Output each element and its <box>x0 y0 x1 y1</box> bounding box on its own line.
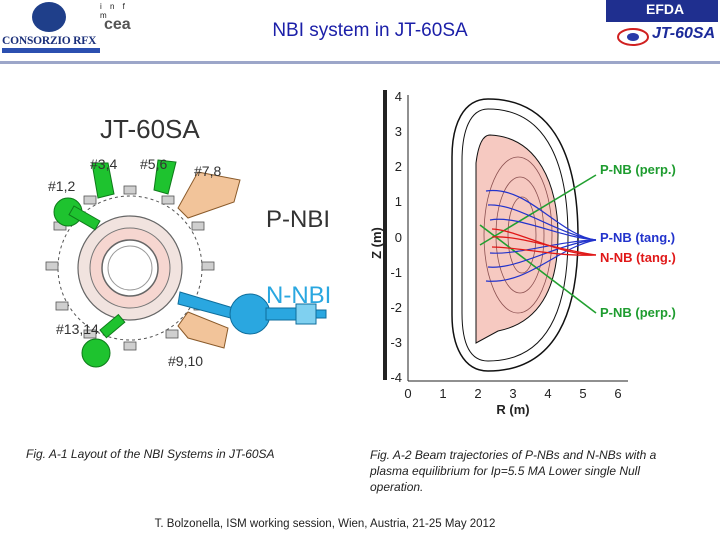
center-solenoid <box>101 239 159 297</box>
pnbi-tan-units <box>177 171 241 349</box>
x-tick-0: 0 <box>404 386 411 401</box>
figure1-caption: Fig. A-1 Layout of the NBI Systems in JT… <box>26 447 275 461</box>
infm-logo-text: i n f m <box>100 2 128 20</box>
x-tick-6: 6 <box>614 386 621 401</box>
beam-trajectory-plot: 4 3 2 1 0 -1 -2 -3 -4 0 1 2 3 4 5 6 R (m… <box>369 89 676 417</box>
n-nbi-label: N-NBI <box>266 282 331 309</box>
pnb-tang-label: P-NB (tang.) <box>600 230 675 245</box>
p-nbi-label: P-NBI <box>266 206 330 233</box>
vessel-inner-wall <box>461 108 569 362</box>
infm-cea-logo: i n f m cea <box>100 2 140 52</box>
y-tick-m1: -1 <box>390 265 402 280</box>
port-label-13-14: #13,14 <box>56 321 99 337</box>
jt60sa-logo: JT-60SA <box>614 23 718 51</box>
pnbi-units <box>53 159 177 368</box>
port-label-7-8: #7,8 <box>194 163 221 179</box>
x-tick-1: 1 <box>439 386 446 401</box>
x-tick-2: 2 <box>474 386 481 401</box>
y-tick-1: 1 <box>395 194 402 209</box>
y-tick-2: 2 <box>395 159 402 174</box>
nnbi-unit <box>177 291 327 335</box>
inner-ring <box>107 245 153 291</box>
efda-logo: EFDA <box>606 0 718 22</box>
y-tick-m2: -2 <box>390 300 402 315</box>
consorzio-rfx-logo: CONSORZIO RFX <box>2 2 100 58</box>
ports-group <box>45 185 215 351</box>
header-divider <box>0 61 720 64</box>
rfx-logo-bar <box>2 48 100 53</box>
header-bar: CONSORZIO RFX i n f m cea NBI system in … <box>0 0 720 62</box>
x-tick-4: 4 <box>544 386 551 401</box>
rfx-logo-text: CONSORZIO RFX <box>2 35 97 47</box>
nnb-tang-label: N-NB (tang.) <box>600 250 676 265</box>
vessel-outer-wall <box>451 98 579 372</box>
pnb-perp-beams <box>479 174 597 314</box>
jt60sa-logo-text: JT-60SA <box>652 25 716 42</box>
pnb-perp-label-bottom: P-NB (perp.) <box>600 305 676 320</box>
figure2-caption: Fig. A-2 Beam trajectories of P-NBs and … <box>370 448 657 494</box>
beam-trajectory-figure: 4 3 2 1 0 -1 -2 -3 -4 0 1 2 3 4 5 6 R (m… <box>368 85 700 420</box>
page-title: NBI system in JT-60SA <box>272 20 468 41</box>
x-tick-3: 3 <box>509 386 516 401</box>
pnb-tang-beams <box>485 190 597 282</box>
port-label-1-2: #1,2 <box>48 178 75 194</box>
port-label-9-10: #9,10 <box>168 353 203 369</box>
nnb-tang-beams <box>491 228 597 256</box>
y-tick-3: 3 <box>395 124 402 139</box>
y-tick-m3: -3 <box>390 335 402 350</box>
nbi-layout-drawing: JT-60SA <box>45 114 331 369</box>
port-label-3-4: #3,4 <box>90 156 117 172</box>
fig1-title: JT-60SA <box>100 114 200 144</box>
nbi-layout-figure: JT-60SA <box>28 90 368 390</box>
efda-logo-text: EFDA <box>646 1 685 17</box>
footer-credit: T. Bolzonella, ISM working session, Wien… <box>154 518 496 530</box>
cea-logo-text: cea <box>104 16 131 33</box>
jt60sa-emblem-icon <box>617 28 649 46</box>
pnb-perp-label-top: P-NB (perp.) <box>600 162 676 177</box>
y-axis-label: Z (m) <box>369 227 384 259</box>
y-tick-0: 0 <box>395 230 402 245</box>
y-tick-m4: -4 <box>390 370 402 385</box>
x-tick-5: 5 <box>579 386 586 401</box>
x-axis-label: R (m) <box>496 402 529 417</box>
rfx-emblem-icon <box>32 2 66 32</box>
y-tick-4: 4 <box>395 89 402 104</box>
port-label-5-6: #5,6 <box>140 156 167 172</box>
plot-left-frame <box>383 90 387 380</box>
